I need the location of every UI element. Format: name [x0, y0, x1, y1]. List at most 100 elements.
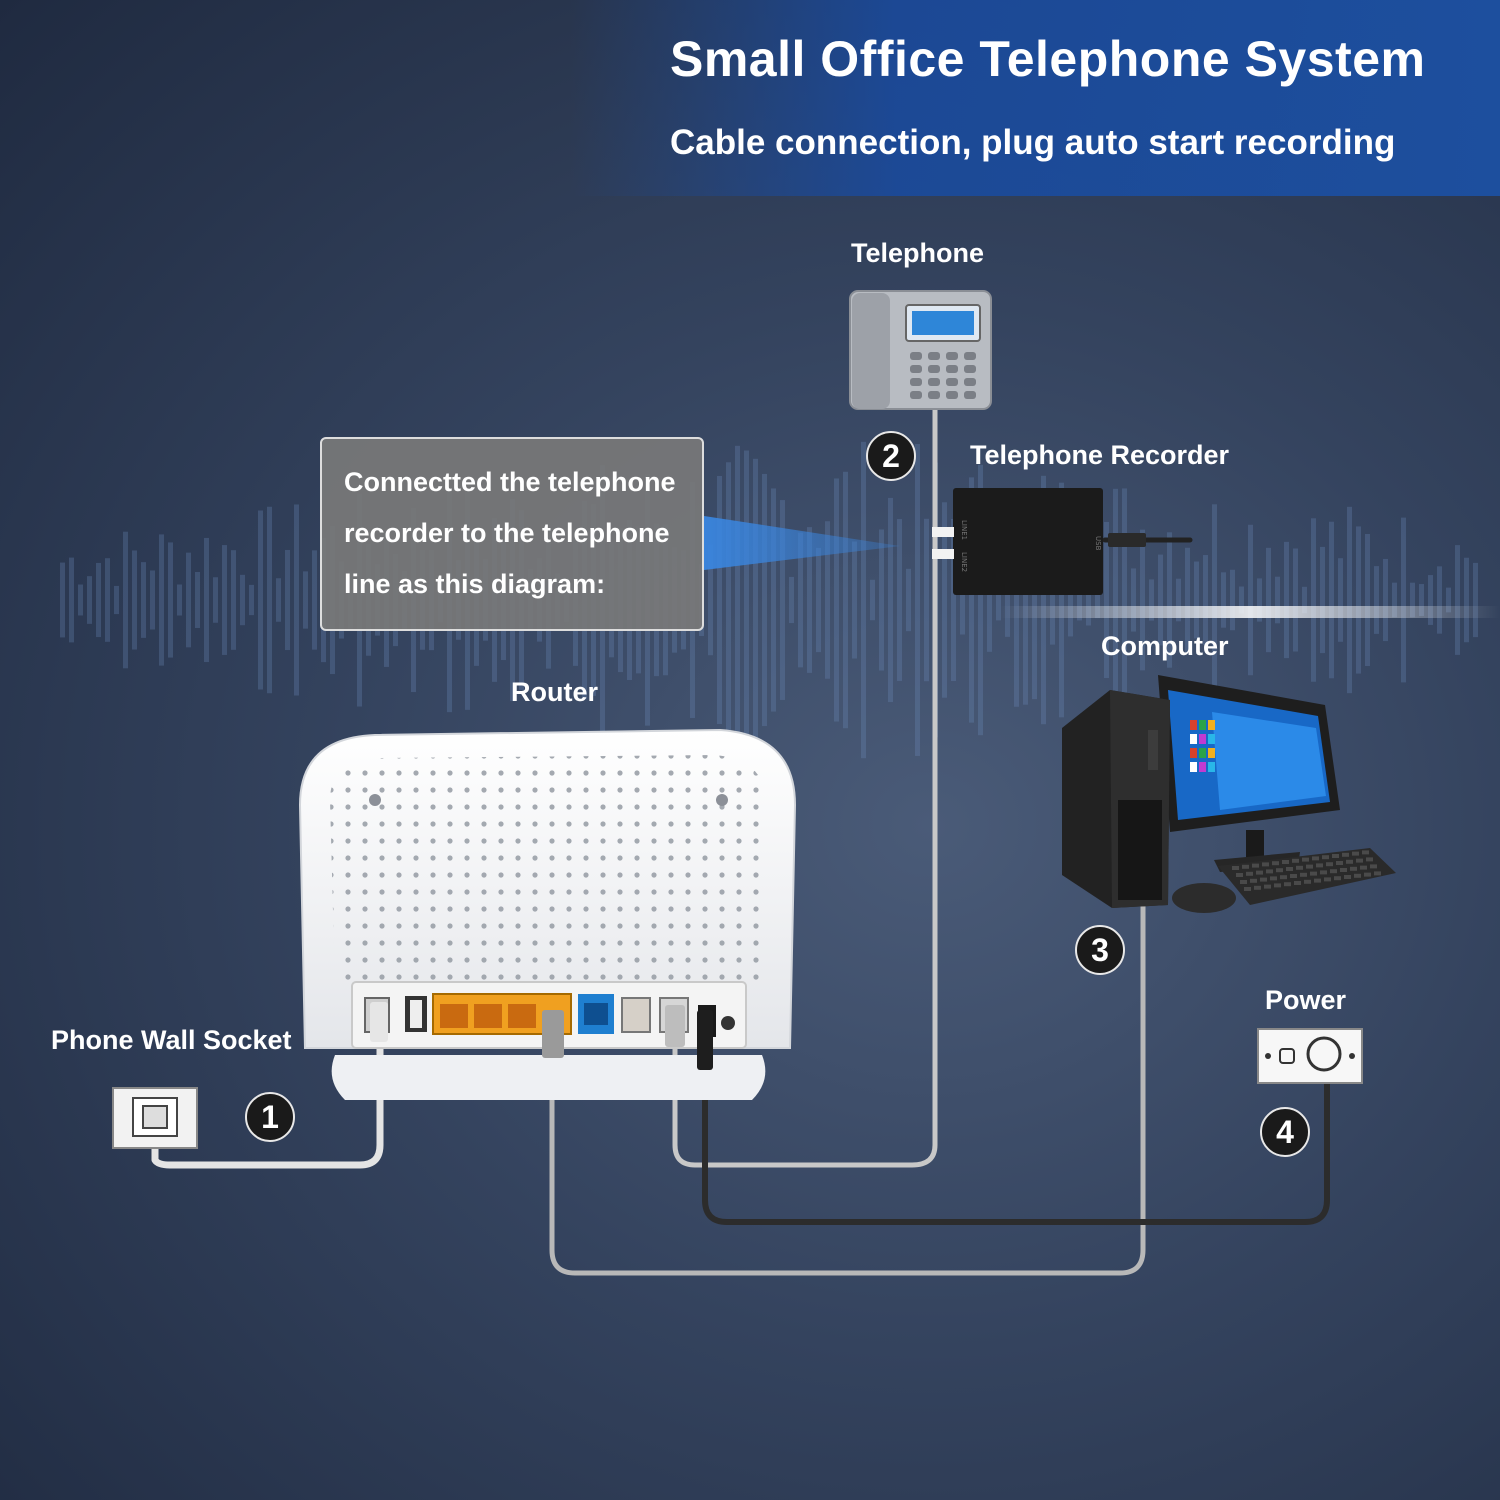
waveform-bar — [204, 537, 209, 663]
waveform-bar — [1419, 584, 1424, 616]
keypad-key — [928, 365, 940, 373]
keypad-key — [928, 378, 940, 386]
waveform-bar — [87, 576, 92, 624]
waveform-bar — [1266, 547, 1271, 653]
waveform-bar — [1365, 533, 1370, 667]
keypad-key — [964, 391, 976, 399]
waveform-bar — [1383, 558, 1388, 642]
keyboard-key — [1266, 869, 1273, 874]
page-subtitle: Cable connection, plug auto start record… — [670, 123, 1396, 162]
keyboard-key — [1264, 884, 1271, 889]
waveform-bar — [1095, 581, 1100, 619]
keyboard-key — [1286, 867, 1293, 871]
waveform-bar — [1050, 555, 1055, 645]
keyboard-key — [1320, 870, 1327, 875]
computer-device — [1062, 675, 1396, 913]
waveform-bar — [1167, 532, 1172, 668]
waveform-bar — [1302, 586, 1307, 614]
waveform-bar — [1104, 521, 1109, 679]
waveform-bar — [816, 547, 821, 653]
telephone-recorder-device: LINE1 LINE2 USB — [932, 488, 1146, 595]
keyboard-key — [1362, 850, 1369, 855]
waveform-bar — [1203, 555, 1208, 645]
waveform-bar — [1149, 579, 1154, 621]
keyboard-key — [1242, 864, 1249, 869]
waveform-bar — [780, 500, 785, 700]
screen-tile — [1199, 762, 1206, 772]
keyboard-key — [1322, 855, 1329, 860]
step-badge-4: 4 — [1260, 1107, 1310, 1157]
waveform-bar — [834, 478, 839, 722]
waveform-bar — [1194, 561, 1199, 639]
waveform-bar — [1041, 475, 1046, 725]
keyboard-key — [1306, 864, 1313, 869]
callout-line-3: line as this diagram: — [344, 569, 606, 599]
keyboard-key — [1310, 871, 1317, 876]
waveform-bar — [1248, 524, 1253, 676]
waveform-bar — [231, 550, 236, 650]
callout-pointer — [704, 516, 900, 570]
waveform-bar — [771, 488, 776, 712]
waveform-bar — [1212, 504, 1217, 696]
keyboard-key — [1366, 857, 1373, 862]
waveform-bar — [1185, 547, 1190, 653]
label-phone-wall-socket: Phone Wall Socket — [51, 1025, 292, 1055]
keypad-key — [928, 391, 940, 399]
recorder-usb-label: USB — [1094, 536, 1102, 551]
keyboard-key — [1282, 860, 1289, 864]
header-banner — [570, 0, 1500, 196]
keyboard-key — [1364, 872, 1371, 877]
keypad-key — [946, 378, 958, 386]
waveform-bar — [123, 531, 128, 669]
keypad-key — [964, 352, 976, 360]
waveform-bar — [1068, 563, 1073, 637]
recorder-line2-label: LINE2 — [960, 552, 968, 572]
waveform-bar — [1221, 572, 1226, 628]
waveform-bar — [60, 562, 65, 638]
waveform-bar — [276, 578, 281, 622]
power-socket-device — [1257, 1028, 1363, 1084]
keyboard-key — [1326, 862, 1333, 867]
waveform-bar — [114, 585, 119, 615]
waveform-bar — [879, 529, 884, 671]
keypad-key — [946, 365, 958, 373]
keyboard-key — [1350, 866, 1357, 871]
cable-router-to-power — [702, 1037, 1330, 1225]
waveform-bar — [1347, 506, 1352, 694]
waveform-bar — [942, 502, 947, 698]
keyboard-key — [1232, 866, 1239, 870]
keyboard-key — [1244, 887, 1251, 891]
telephone-device — [849, 290, 992, 410]
keyboard-key — [1240, 880, 1247, 884]
keyboard-key — [1260, 877, 1267, 882]
waveform-bar — [258, 510, 263, 690]
keyboard-key — [1334, 876, 1341, 881]
waveform-bar — [987, 548, 992, 652]
keyboard-key — [1356, 858, 1363, 863]
screen-tile — [1208, 734, 1215, 744]
screen-tile — [1190, 734, 1197, 744]
label-telephone-recorder: Telephone Recorder — [970, 440, 1230, 470]
phone-wall-socket-device — [112, 1087, 198, 1149]
waveform-bar — [717, 475, 722, 725]
step-badge-3: 3 — [1075, 925, 1125, 975]
waveform-bar — [1329, 521, 1334, 679]
waveform-bar — [870, 579, 875, 621]
keypad-key — [964, 378, 976, 386]
keyboard-key — [1292, 858, 1299, 863]
cable-wall-to-router — [151, 1036, 384, 1169]
waveform-bar — [303, 571, 308, 629]
waveform-bar — [1437, 566, 1442, 634]
keyboard-key — [1256, 870, 1263, 875]
waveform-bar — [924, 518, 929, 682]
waveform-bar — [1401, 517, 1406, 683]
waveform-bar — [195, 572, 200, 628]
waveform-bar — [105, 558, 110, 642]
keyboard-key — [1274, 883, 1281, 888]
step-badge-1: 1 — [245, 1092, 295, 1142]
keyboard-key — [1262, 862, 1269, 867]
keyboard-key — [1324, 877, 1331, 882]
waveform-bar — [1239, 586, 1244, 614]
waveform-bar — [150, 570, 155, 630]
keyboard-key — [1342, 852, 1349, 857]
